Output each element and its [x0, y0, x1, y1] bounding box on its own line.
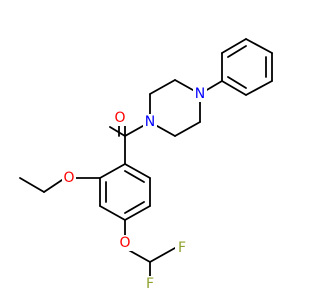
bond [221, 38, 247, 54]
bond [124, 163, 151, 179]
bond-double-inner [227, 76, 247, 89]
bond [174, 121, 201, 137]
atom-label: F [146, 276, 154, 292]
bond [99, 163, 126, 179]
bond-lines [19, 38, 273, 279]
atom-oxygen-difluoromethoxy: O [118, 235, 132, 251]
bond [149, 79, 176, 95]
bond-double-inner [227, 45, 247, 58]
atom-label: F [178, 240, 186, 256]
atom-oxygen-carbonyl: O [113, 110, 127, 126]
atom-label: O [63, 170, 74, 186]
bond [245, 38, 273, 54]
atom-oxygen-ethoxy: O [62, 170, 76, 186]
bond [109, 126, 126, 137]
atom-nitrogen-aryl: N [193, 86, 207, 102]
atom-fluorine-2: F [143, 276, 157, 292]
atom-label: O [119, 235, 130, 251]
bond-double-inner [124, 170, 145, 183]
atom-label: O [114, 110, 125, 126]
atom-labels: O N N O O F F [62, 86, 207, 292]
atom-fluorine-1: F [175, 240, 189, 256]
bond [124, 205, 151, 221]
molecule-structure: O N N O O F F [19, 38, 273, 292]
bond [43, 179, 63, 193]
bond [99, 205, 126, 221]
bond-double-inner [124, 201, 145, 214]
atom-nitrogen-amide: N [143, 114, 157, 130]
bond [149, 247, 176, 263]
atom-label: N [195, 86, 205, 102]
atom-label: N [145, 114, 155, 130]
bond [245, 80, 273, 96]
bond [221, 80, 247, 96]
bond [19, 177, 45, 193]
